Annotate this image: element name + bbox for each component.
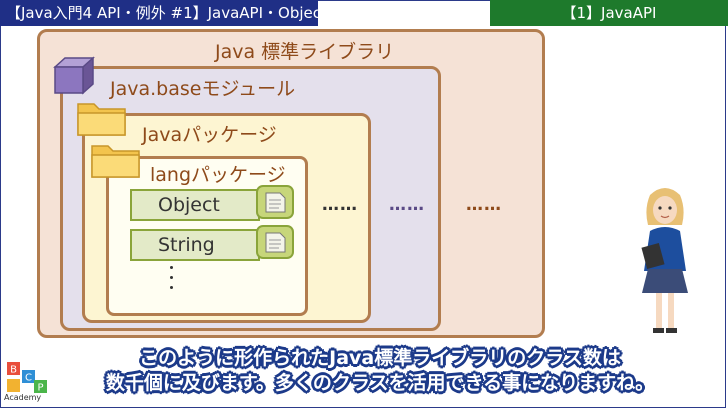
- more-packages-ellipsis-2: ……: [389, 195, 425, 215]
- subtitle-line-1: このように形作られたJava標準ライブラリのクラス数は: [139, 347, 621, 369]
- logo-letter-c: C: [25, 373, 32, 384]
- logo-wordmark: Academy: [4, 393, 42, 402]
- module-cube-icon: [53, 56, 95, 95]
- standard-library-label: Java 標準ライブラリ: [215, 41, 395, 63]
- presenter-illustration: [641, 188, 688, 333]
- java-package-label: Javaパッケージ: [142, 124, 277, 146]
- document-icon: [256, 185, 294, 219]
- class-string-box: String: [130, 229, 260, 261]
- logo-letter-b: B: [10, 365, 17, 376]
- folder-icon: [91, 145, 140, 178]
- more-modules-ellipsis: ……: [466, 195, 502, 215]
- more-packages-ellipsis: ……: [322, 195, 358, 215]
- section-title-bar: 【1】JavaAPI: [490, 0, 728, 26]
- folder-icon: [77, 103, 126, 136]
- class-object-box: Object: [130, 189, 260, 221]
- document-icon: [256, 225, 294, 259]
- lang-package-label: langパッケージ: [150, 164, 286, 186]
- more-classes-vertical-ellipsis: [170, 266, 176, 296]
- subtitle-line-2: 数千個に及びます。多くのクラスを活用できる事になりますね。: [105, 372, 655, 394]
- bcp-academy-logo: B C P: [7, 362, 47, 394]
- java-base-module-label: Java.baseモジュール: [110, 78, 296, 100]
- logo-letter-p: P: [37, 383, 43, 394]
- subtitle-caption: このように形作られたJava標準ライブラリのクラス数は 数千個に及びます。多くの…: [60, 346, 700, 396]
- lesson-title-bar: 【Java入門4 API・例外 #1】JavaAPI・Object: [0, 0, 327, 26]
